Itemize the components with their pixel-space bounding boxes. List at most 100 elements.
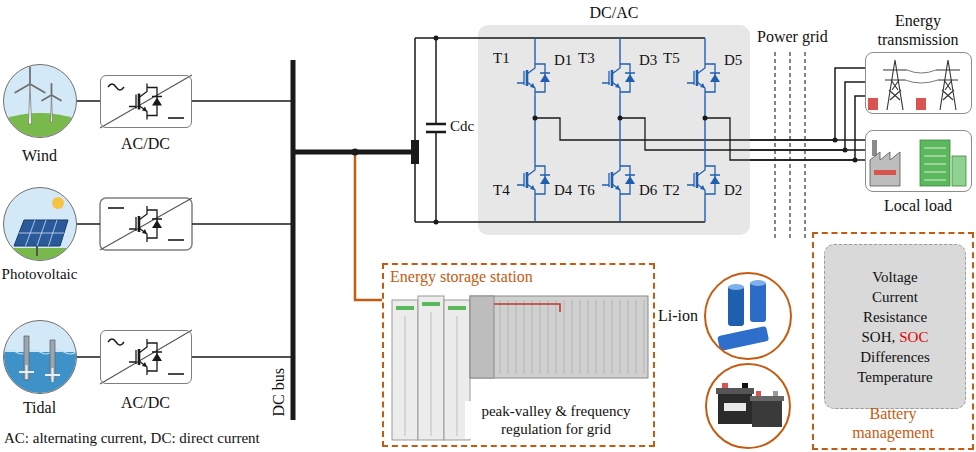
parameter-text: Differences <box>860 349 930 365</box>
diode-triangle <box>540 74 550 82</box>
diode-triangle <box>710 176 720 184</box>
capacitor-lead <box>435 38 437 222</box>
junction-dot <box>833 138 838 143</box>
node-label: Tidal <box>0 398 117 417</box>
battery-case <box>752 401 782 427</box>
storage-region: Energy storage stationpeak-valley & freq… <box>382 263 655 447</box>
pv-icon <box>0 185 80 268</box>
converter-diagonal <box>100 330 192 384</box>
igbt-channel <box>138 216 141 232</box>
igbt-symbol <box>517 60 550 96</box>
inverter-panel <box>478 25 750 235</box>
parameter-row: Current <box>872 287 918 307</box>
emitter-arrow <box>700 185 705 190</box>
switch-label: T3 <box>578 50 595 67</box>
factory <box>870 152 900 186</box>
li-ion-icon <box>717 280 769 351</box>
parameter-row: Differences <box>860 347 930 367</box>
dc-symbol <box>108 207 124 209</box>
junction-dot <box>843 148 848 153</box>
emitter-arrow <box>700 83 705 88</box>
cabinet-door <box>457 316 458 436</box>
tidal-icon <box>0 318 80 398</box>
switch-label: T2 <box>663 182 680 199</box>
node-label: AC/DC <box>60 393 232 412</box>
cabinet-strip <box>422 302 440 306</box>
igbt-lead <box>517 162 550 198</box>
turbine-blade <box>15 67 61 101</box>
container-rib <box>500 300 644 374</box>
cell-cap <box>728 284 744 290</box>
container-door <box>470 296 494 378</box>
battery-cell <box>750 282 766 322</box>
cabinet-door <box>405 316 406 436</box>
node-note: peak-valley & frequency regulation for g… <box>465 401 647 439</box>
grid-label: Power grid <box>757 28 828 46</box>
switch-label: T5 <box>663 50 680 67</box>
diode-label: D6 <box>639 182 657 199</box>
cabinet-strip <box>448 306 466 310</box>
emitter-arrow <box>142 229 147 234</box>
office-building <box>952 156 966 186</box>
battery-case <box>718 394 752 424</box>
diode-label: D4 <box>554 182 572 199</box>
dc-symbol <box>168 373 184 375</box>
igbt-symbol <box>129 84 162 120</box>
node-label: Photovoltaic <box>0 265 117 283</box>
igbt-lead <box>517 60 550 96</box>
solar-panel <box>14 220 68 246</box>
dc-symbol <box>168 239 184 241</box>
igbt-symbol <box>517 162 550 198</box>
grid-box: Energy transmission <box>865 52 972 114</box>
diode-triangle <box>625 176 635 184</box>
inverter-block: DC/AC <box>478 25 750 235</box>
igbt-channel <box>526 172 529 188</box>
wind-icon <box>0 60 80 145</box>
igbt-channel <box>696 70 699 86</box>
parameter-text: Voltage <box>872 269 918 285</box>
panel-grid <box>19 220 64 246</box>
battery-sticker <box>724 403 746 411</box>
igbt-symbol <box>602 162 635 198</box>
igbt-lead <box>687 162 720 198</box>
emitter-arrow <box>530 83 535 88</box>
hill <box>0 113 80 140</box>
parameter-row: Voltage <box>872 267 918 287</box>
cabinet-door <box>431 312 432 436</box>
storage-link <box>355 152 382 300</box>
capacitor-plate <box>426 124 446 132</box>
igbt-lead <box>602 162 635 198</box>
igbt-symbol <box>129 206 162 242</box>
emitter-arrow <box>615 83 620 88</box>
power-line <box>750 68 865 160</box>
igbt-channel <box>138 349 141 365</box>
ac-symbol <box>108 84 124 90</box>
igbt-channel <box>696 172 699 188</box>
capacitor-label: Cdc <box>450 118 474 135</box>
emitter-arrow <box>142 362 147 367</box>
cabinet <box>392 300 418 440</box>
phase-wire <box>535 118 750 140</box>
converter-box <box>100 198 192 250</box>
container <box>470 296 648 378</box>
node-label: Wind <box>0 146 117 165</box>
node-label: DC/AC <box>438 3 790 22</box>
water <box>0 352 80 398</box>
battery-circle: Li-ion <box>704 272 792 360</box>
battery-cell <box>717 326 769 351</box>
power-grid-line <box>775 52 805 240</box>
converter-diagonal <box>100 198 192 250</box>
parameter-text: Temperature <box>857 369 933 385</box>
emitter-arrow <box>142 107 147 112</box>
parameter-text: Current <box>872 289 918 305</box>
node-label: Battery management <box>814 404 972 442</box>
diode-label: D1 <box>554 52 572 69</box>
diode-label: D2 <box>724 182 742 199</box>
ac-symbol <box>108 339 124 345</box>
junction-dot <box>434 36 439 41</box>
igbt-lead <box>129 84 162 120</box>
parameter-row: Resistance <box>863 307 927 327</box>
abbreviation-note: AC: alternating current, DC: direct curr… <box>4 430 260 447</box>
parameter-box: VoltageCurrentResistanceSOH,SOCDifferenc… <box>824 244 966 409</box>
